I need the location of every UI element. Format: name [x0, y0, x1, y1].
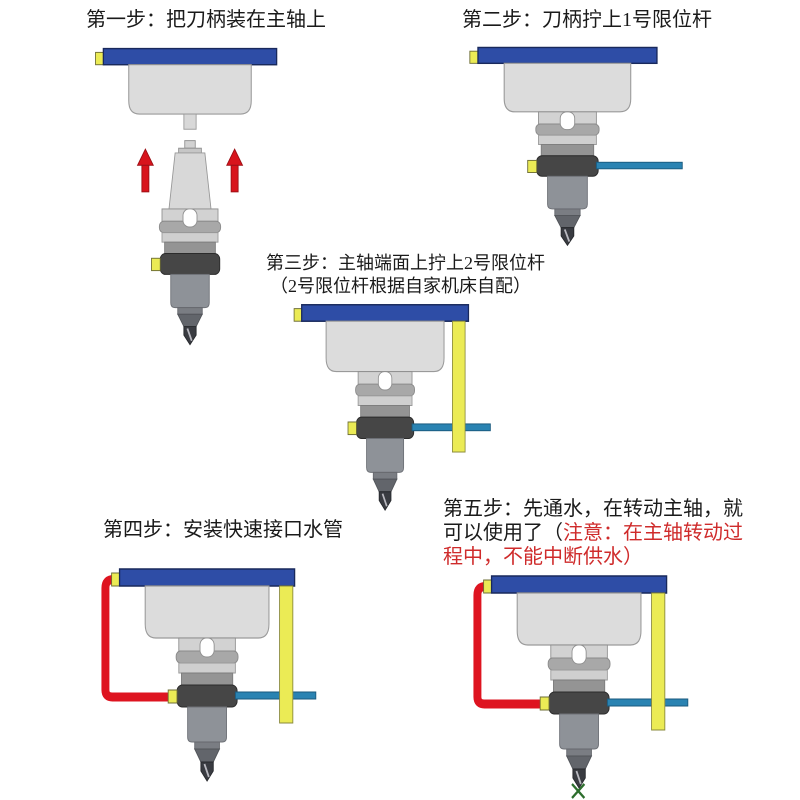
- step5-title-line1: 第五步：先通水，在转动主轴，就: [443, 498, 743, 520]
- limit-rod-1: [234, 691, 317, 700]
- up-arrow-icon: [226, 148, 244, 193]
- holder-ring-light: [161, 232, 219, 243]
- collet-step: [177, 307, 203, 315]
- limit-rod-1: [411, 423, 491, 432]
- limit-rod-1: [595, 161, 683, 170]
- water-pipe: [101, 575, 171, 702]
- step3-title-line1: 第三步：主轴端面上拧上2号限位杆: [266, 253, 545, 273]
- step5-title: 第五步：先通水，在转动主轴，就 可以使用了（注意：在主轴转动过 程中，不能中断供…: [443, 497, 783, 569]
- holder-ring-dark: [164, 241, 216, 255]
- pull-stud: [184, 140, 196, 149]
- limit-rod-2: [452, 320, 466, 453]
- water-pipe: [473, 582, 543, 709]
- collet-cone: [177, 313, 203, 328]
- limit-rod-1: [606, 698, 689, 707]
- step4-title: 第四步：安装快速接口水管: [103, 519, 343, 541]
- limit-rod-2: [651, 592, 666, 731]
- step1-diagram: [95, 47, 278, 346]
- coolant-port-nut: [151, 257, 161, 272]
- up-arrow-icon: [136, 148, 154, 193]
- pull-stud-collar: [178, 147, 202, 154]
- spindle-drawbar-stem: [183, 113, 197, 130]
- tool-holder-taper: [168, 152, 212, 210]
- drill-flute-highlight: [186, 328, 193, 342]
- step5-diagram: [473, 575, 689, 799]
- spindle-body: [128, 64, 252, 115]
- limit-rod-2: [279, 585, 294, 724]
- step4-diagram: [101, 568, 317, 782]
- step5-warning-start: 注意：在主轴转动过: [563, 522, 743, 544]
- clamping-nut: [159, 253, 221, 275]
- step3-diagram: [293, 303, 491, 512]
- step1-title: 第一步：把刀柄装在主轴上: [86, 9, 326, 31]
- rotation-mark-icon: [571, 783, 586, 799]
- flange-notch: [182, 208, 198, 228]
- collet-body: [170, 273, 210, 309]
- step3-title-line2: （2号限位杆根据自家机床自配）: [270, 276, 531, 296]
- step5-title-line3: 程中，不能中断供水）: [443, 546, 643, 568]
- step2-diagram: [468, 46, 683, 247]
- step2-title: 第二步：刀柄拧上1号限位杆: [462, 9, 712, 31]
- spindle-mount-plate: [102, 47, 278, 66]
- step5-title-line2: 可以使用了（注意：在主轴转动过: [443, 522, 743, 544]
